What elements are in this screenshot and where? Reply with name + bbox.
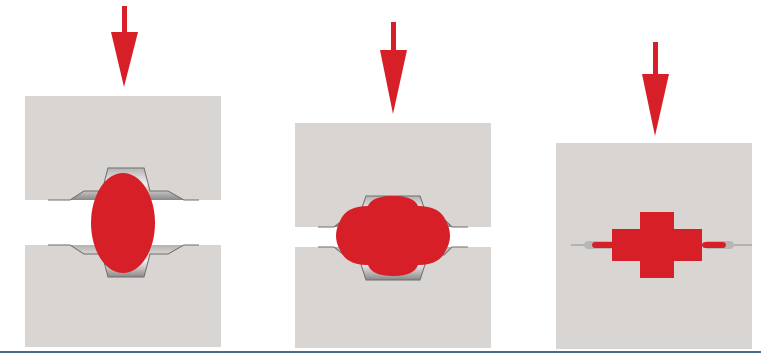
- press-arrow-2: [380, 22, 407, 114]
- stage-1: [25, 6, 221, 347]
- workpiece-1: [91, 173, 155, 273]
- workpiece-2: [336, 196, 450, 276]
- press-arrow-1: [111, 6, 138, 87]
- press-arrow-3: [642, 42, 669, 136]
- stage-3: [556, 42, 752, 349]
- flash-3: [584, 241, 734, 249]
- workpiece-3: [612, 212, 702, 278]
- stage-2: [295, 22, 491, 348]
